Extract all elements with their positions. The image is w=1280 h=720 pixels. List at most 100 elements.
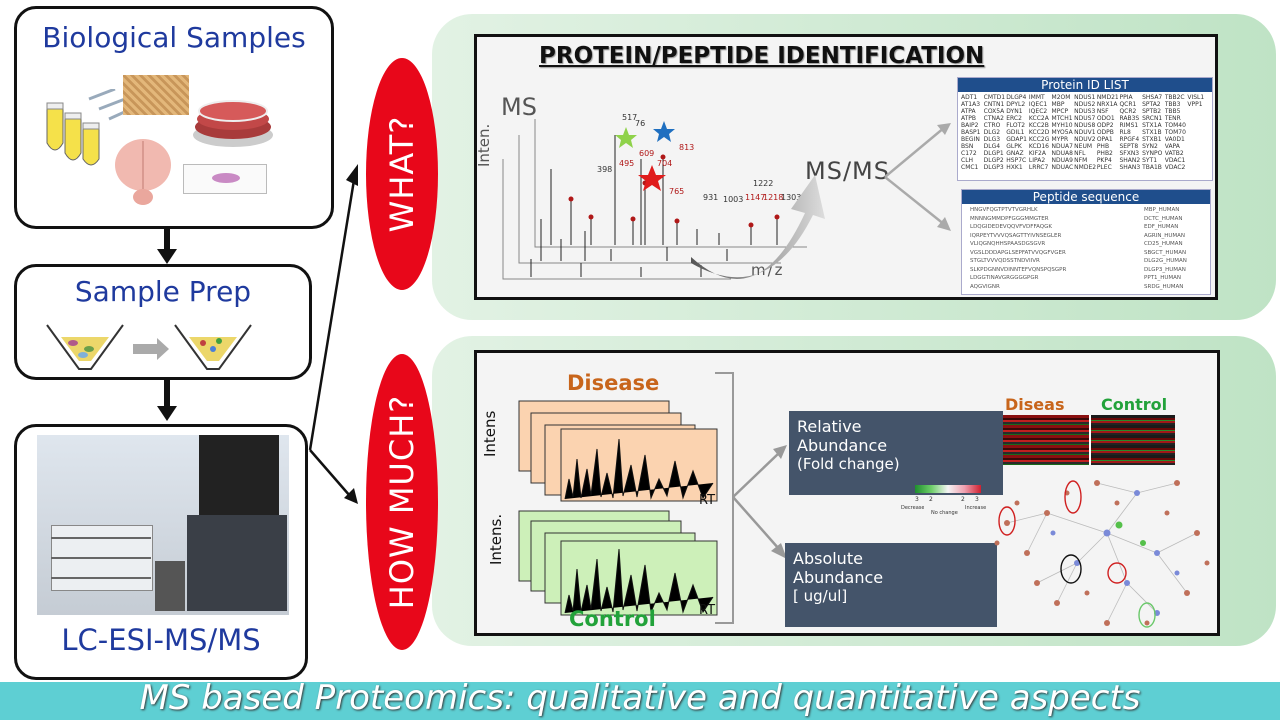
protein-id-cell: DLGP2	[983, 157, 1004, 164]
protein-id-cell: OPA1	[1096, 136, 1113, 143]
protein-id-cell: NDUA8	[1051, 150, 1073, 157]
protein-id-cell: NDUA9	[1051, 157, 1073, 164]
protein-id-cell	[1187, 164, 1209, 171]
protein-id-cell	[1187, 157, 1209, 164]
disease-label: Disease	[567, 371, 660, 395]
protein-id-cell: DLG2	[983, 129, 1001, 136]
protein-id-cell: KCC2D	[1028, 129, 1050, 136]
protein-id-cell: BASP1	[961, 129, 981, 136]
relative-line2: Abundance	[797, 436, 888, 455]
protein-id-cell: GLPK	[1006, 143, 1022, 150]
protein-id-cell: TBB2C	[1164, 94, 1185, 101]
protein-id-cell: TBA1B	[1142, 164, 1162, 171]
protein-id-cell: CLH	[961, 157, 974, 164]
protein-id-cell: M2OM	[1051, 94, 1071, 101]
protein-id-cell: RL8	[1119, 129, 1131, 136]
peptide-sequence-cell: MNNNGMMDPFGGGMMGTER	[970, 215, 1049, 222]
protein-id-cell: ATPA	[961, 108, 976, 115]
protein-id-cell: SEPT8	[1119, 143, 1139, 150]
peak-label: 931	[703, 193, 719, 202]
protein-id-cell: NDUS7	[1074, 115, 1096, 122]
protein-id-cell: BEGIN	[961, 136, 980, 143]
protein-id-cell: KCC2B	[1028, 122, 1049, 129]
peak-label: 1303	[781, 193, 802, 202]
peptide-sequence-cell: LDQGIDEDEVQQVFVDFFAQGK	[970, 224, 1052, 230]
protein-id-cell: FLOT2	[1006, 122, 1026, 129]
peak-label: 813	[679, 143, 695, 152]
peptide-protein-cell: DLG2G_HUMAN	[1144, 258, 1187, 264]
protein-id-cell: NDUA7	[1051, 143, 1073, 150]
protein-id-cell: NDUV2	[1074, 136, 1096, 143]
relative-abundance-box: Relative Abundance (Fold change)	[789, 411, 1003, 495]
protein-id-cell: IQEC2	[1028, 108, 1048, 115]
scale-decrease: Decrease	[901, 505, 925, 511]
how-much-label: HOW MUCH?	[383, 394, 421, 610]
brain-icon	[115, 139, 171, 205]
peptide-protein-cell: DLGP3_HUMAN	[1144, 266, 1186, 273]
scale-increase: Increase	[965, 505, 987, 511]
protein-id-cell	[1187, 122, 1209, 129]
lc-ms-box: LC-ESI-MS/MS	[14, 424, 308, 680]
protein-id-cell: DLGP1	[983, 150, 1004, 157]
peak-label: 1222	[753, 179, 774, 188]
protein-id-cell: C172	[961, 150, 977, 157]
protein-id-cell: NSF	[1096, 108, 1109, 115]
protein-id-cell	[1187, 136, 1209, 143]
protein-id-cell: MTCH1	[1051, 115, 1073, 122]
protein-id-cell: SHAN2	[1119, 157, 1141, 164]
lc-ms-instrument-image	[37, 435, 289, 615]
protein-id-cell: ERC2	[1006, 115, 1022, 122]
protein-id-cell: VDAC1	[1164, 157, 1186, 164]
ms-label: MS	[501, 93, 537, 121]
peptide-protein-cell: EDF_HUMAN	[1144, 224, 1179, 230]
protein-id-cell: PKP4	[1096, 157, 1112, 164]
protein-id-cell: PHB	[1096, 143, 1110, 150]
absolute-line3: [ ug/ul]	[793, 587, 848, 605]
protein-id-cell: VDAC2	[1164, 164, 1186, 171]
tissue-image	[123, 75, 189, 115]
protein-id-cell: NFL	[1074, 150, 1086, 157]
absolute-abundance-box: Absolute Abundance [ ug/ul]	[785, 543, 997, 627]
peptide-sequence-cell: IQRPEYTVVVQSAGTTYIVNSEGLER	[970, 232, 1062, 239]
protein-id-cell: HSP7C	[1006, 157, 1027, 164]
quantification-box: Disease Intens Intens. RT RT Control Rel…	[474, 350, 1220, 636]
protein-id-cell: TENR	[1164, 115, 1181, 122]
bracket	[715, 372, 787, 624]
protein-id-cell: ODO1	[1096, 115, 1115, 122]
sample-prep-illustration	[46, 324, 252, 370]
protein-id-cell: SHAN3	[1119, 164, 1141, 171]
protein-id-cell: MYH10	[1051, 122, 1073, 129]
protein-id-cell: RAB3S	[1119, 115, 1140, 122]
protein-id-cell: MBP	[1051, 101, 1065, 108]
sample-tubes-icon	[46, 89, 132, 166]
peptide-sequence-cell: HNGVFQGTPTVTVGRHLK	[970, 207, 1038, 213]
msms-label: MS/MS	[805, 157, 890, 185]
protein-id-cell: COX5A	[983, 108, 1005, 115]
peak-label: 398	[597, 165, 613, 174]
peptide-protein-cell: CD25_HUMAN	[1144, 241, 1183, 247]
banner-title: MS based Proteomics: qualitative and qua…	[139, 678, 1141, 718]
rt-label-bottom: RT	[699, 603, 716, 618]
protein-id-cell: SPTA2	[1142, 101, 1161, 108]
protein-id-cell: VISL1	[1187, 94, 1205, 101]
what-label: WHAT?	[383, 115, 421, 233]
identification-heading: PROTEIN/PEPTIDE IDENTIFICATION	[539, 43, 985, 69]
protein-id-cell: NDUS8	[1074, 122, 1096, 129]
peak-label: 76	[635, 119, 646, 128]
peptide-sequence-cell: STGLTVVVQDSSTNDVIIVR	[970, 258, 1040, 264]
protein-id-cell: SPTB2	[1142, 108, 1162, 115]
protein-id-cell: NRX1A	[1096, 101, 1118, 108]
protein-id-cell: DPYL2	[1006, 101, 1026, 108]
protein-id-cell: DYN1	[1006, 108, 1023, 115]
peak-label: 765	[669, 187, 685, 196]
protein-id-cell: TOM40	[1164, 122, 1186, 129]
protein-id-cell: PPIA	[1119, 94, 1133, 101]
protein-id-cell: DLG4	[983, 143, 1001, 150]
relative-line3: (Fold change)	[797, 455, 900, 473]
relative-title: Relative	[797, 417, 862, 436]
protein-id-cell: CMTD1	[983, 94, 1006, 101]
peak-label: 1147	[745, 193, 766, 202]
protein-id-cell	[1187, 150, 1209, 157]
protein-id-cell: LIPA2	[1028, 157, 1046, 164]
